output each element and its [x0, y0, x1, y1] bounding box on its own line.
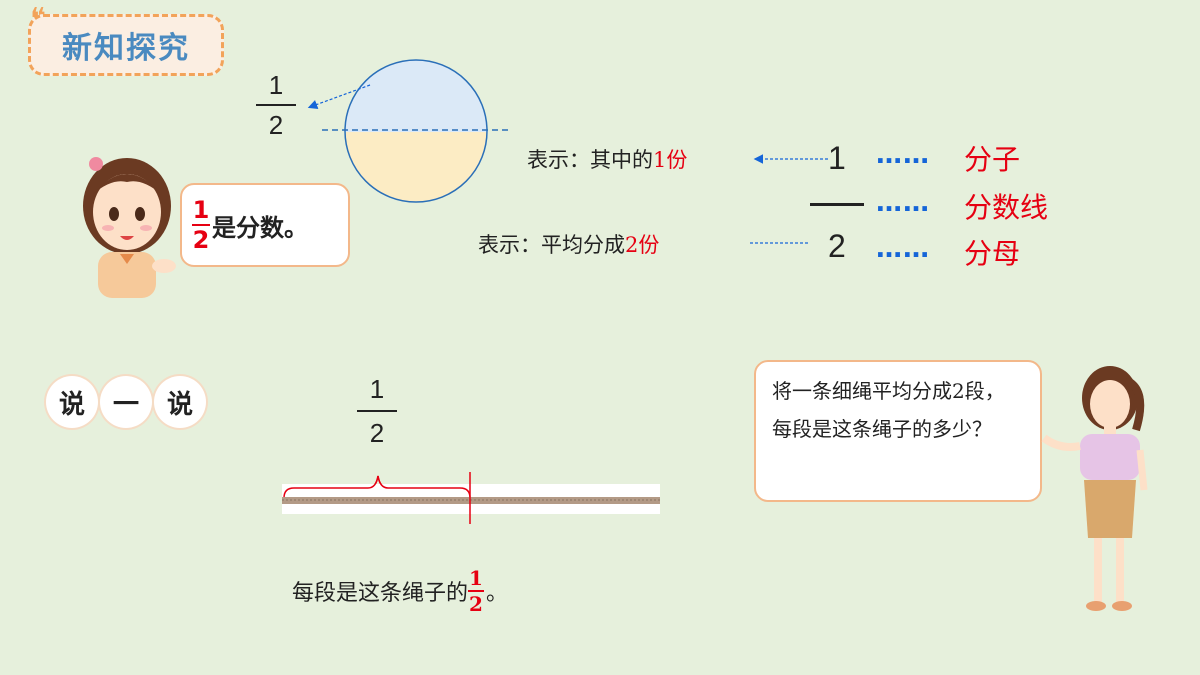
- big-fraction-line: [810, 203, 864, 206]
- explanation-arrows: [750, 154, 828, 244]
- fraction-denominator: 2: [268, 110, 284, 140]
- big-denominator: 2: [828, 228, 846, 264]
- half-circle-diagram: [307, 59, 512, 203]
- teacher-speech-bubble: 将一条细绳平均分成2段，每段是这条绳子的多少？: [754, 360, 1042, 502]
- girl-speech-bubble: 1 2 是分数。: [180, 183, 350, 267]
- rope-diagram: [282, 472, 660, 524]
- rope-fraction-label: 1 2: [357, 376, 397, 446]
- say-char-3: 说: [154, 376, 206, 428]
- teacher-skirt: [1084, 480, 1136, 538]
- bubble-fraction: 1 2: [192, 196, 210, 254]
- teacher-avatar: [1041, 366, 1148, 611]
- section-title: 新知探究: [28, 14, 224, 76]
- dots-numerator: ……: [876, 140, 930, 170]
- big-numerator: 1: [828, 140, 846, 176]
- arrow-icon: [307, 84, 371, 110]
- teacher-blouse: [1080, 434, 1140, 480]
- term-numerator: 分子: [964, 143, 1021, 176]
- term-fraction-line: 分数线: [964, 191, 1049, 224]
- circle-fraction-label: 1 2: [256, 72, 296, 138]
- term-denominator: 分母: [964, 237, 1021, 270]
- say-char-2: 一: [100, 376, 152, 428]
- numerator-explanation: 表示：其中的1份: [527, 148, 688, 172]
- say-char-1: 说: [46, 376, 98, 428]
- fraction-numerator: 1: [268, 70, 284, 100]
- answer-fraction: 1 2: [468, 566, 485, 616]
- dots-line: ……: [876, 188, 930, 218]
- circle-top-half: [345, 60, 487, 132]
- bubble-text: 是分数。: [212, 213, 308, 242]
- circle-bottom-half: [345, 132, 487, 202]
- fraction-line: [256, 104, 296, 106]
- denominator-explanation: 表示：平均分成2份: [478, 233, 660, 257]
- answer-text: 每段是这条绳子的 1 2 。: [292, 566, 509, 616]
- dots-denominator: ……: [876, 234, 930, 264]
- girl-avatar: [83, 157, 176, 298]
